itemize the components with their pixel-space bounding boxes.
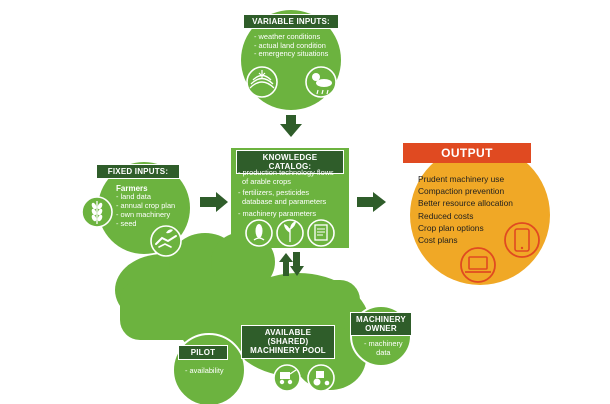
arrow-up-icon (279, 253, 293, 276)
machinery-pool-title-line1: AVAILABLE (SHARED) (264, 328, 312, 347)
list-item: - fertilizers, pesticides (238, 188, 310, 198)
machinery-owner-label: MACHINERY OWNER (350, 312, 412, 337)
list-item: - own machinery (116, 209, 171, 219)
machinery-owner-title-line1: MACHINERY (356, 315, 406, 324)
plant-icon (276, 219, 304, 247)
corn-icon (245, 219, 273, 247)
handshake-icon (150, 225, 182, 257)
arrow-right-icon (200, 192, 228, 212)
list-item: - seed (116, 218, 137, 228)
fixed-inputs-list: Farmers - land data - annual crop plan -… (116, 184, 175, 228)
list-item: - emergency situations (254, 49, 329, 59)
list-item: - annual crop plan (116, 201, 176, 211)
fixed-inputs-group: Farmers (116, 184, 148, 193)
arrow-right-output-icon (357, 192, 386, 212)
machinery-owner-list: - machinery data (364, 339, 403, 357)
list-item: of arable crops (242, 176, 291, 186)
machinery-pool-label: AVAILABLE (SHARED) MACHINERY POOL (241, 325, 335, 359)
arrow-down-icon (280, 115, 302, 137)
field-icon (246, 66, 278, 98)
list-item: Crop plan options (418, 222, 484, 233)
machinery-pool-title-line2: MACHINERY POOL (250, 346, 326, 356)
weather-icon (305, 66, 337, 98)
list-item: Compaction prevention (418, 186, 505, 197)
knowledge-catalog-label: KNOWLEDGE CATALOG: (236, 150, 344, 175)
output-list: Prudent machinery use Compaction prevent… (418, 173, 513, 246)
list-item: Better resource allocation (418, 198, 513, 209)
arrow-down-small-icon (290, 252, 304, 276)
list-item: data (376, 347, 391, 357)
list-item: - machinery (364, 339, 403, 348)
smartphone-icon (504, 222, 540, 258)
harvester-icon (273, 364, 301, 392)
fixed-inputs-label: FIXED INPUTS: (96, 164, 180, 180)
list-item: Prudent machinery use (418, 174, 505, 184)
knowledge-catalog-list: - production technology flows of arable … (238, 168, 334, 219)
output-title: OUTPUT (403, 143, 531, 163)
machinery-owner-title-line2: OWNER (365, 324, 397, 334)
variable-inputs-label: VARIABLE INPUTS: (243, 14, 339, 30)
wheat-icon (81, 196, 113, 228)
list-item: - machinery parameters (238, 208, 317, 218)
list-item: - production technology flows (238, 168, 334, 177)
list-item: - actual land condition (254, 40, 326, 50)
list-item: Cost plans (418, 235, 458, 246)
list-item: - land data (116, 192, 151, 202)
pilot-availability: - availability (185, 366, 224, 375)
book-icon (307, 219, 335, 247)
list-item: - weather conditions (254, 32, 321, 41)
tractor-icon (307, 364, 335, 392)
list-item: Reduced costs (418, 210, 474, 221)
variable-inputs-list: - weather conditions - actual land condi… (254, 32, 329, 59)
laptop-icon (460, 247, 496, 283)
pilot-label: PILOT (178, 345, 228, 361)
list-item: database and parameters (242, 197, 327, 207)
